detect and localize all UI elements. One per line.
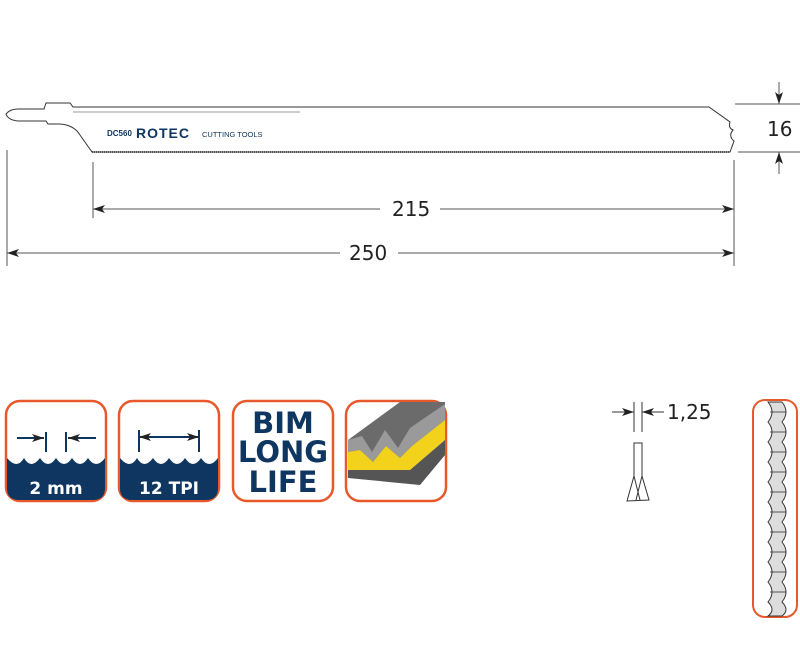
thickness-label: 1,25 <box>667 400 712 424</box>
bim-long-life-icon: BIM LONG LIFE <box>231 399 335 503</box>
total-length-label: 250 <box>349 241 387 265</box>
blade-code: DC560 <box>107 129 132 138</box>
dimension-lines <box>6 82 800 266</box>
brand-logo: ROTEC <box>136 125 190 141</box>
tooth-pitch-label: 2 mm <box>29 479 82 499</box>
tooth-set-icon <box>752 399 798 618</box>
saw-blade: DC560 ROTEC CUTTING TOOLS <box>5 102 735 153</box>
tooth-pitch-icon: 2 mm <box>4 399 108 503</box>
material-line-1: BIM <box>252 406 314 440</box>
working-length-label: 215 <box>392 197 430 221</box>
brand-suffix: CUTTING TOOLS <box>202 130 263 139</box>
width-label: 16 <box>767 117 792 141</box>
material-line-2: LONG <box>238 435 328 469</box>
tpi-icon: 12 TPI <box>117 399 221 503</box>
material-line-3: LIFE <box>249 465 318 499</box>
thickness-diagram <box>612 402 664 502</box>
sandwich-panel-icon <box>344 399 448 503</box>
tpi-label: 12 TPI <box>139 479 199 499</box>
